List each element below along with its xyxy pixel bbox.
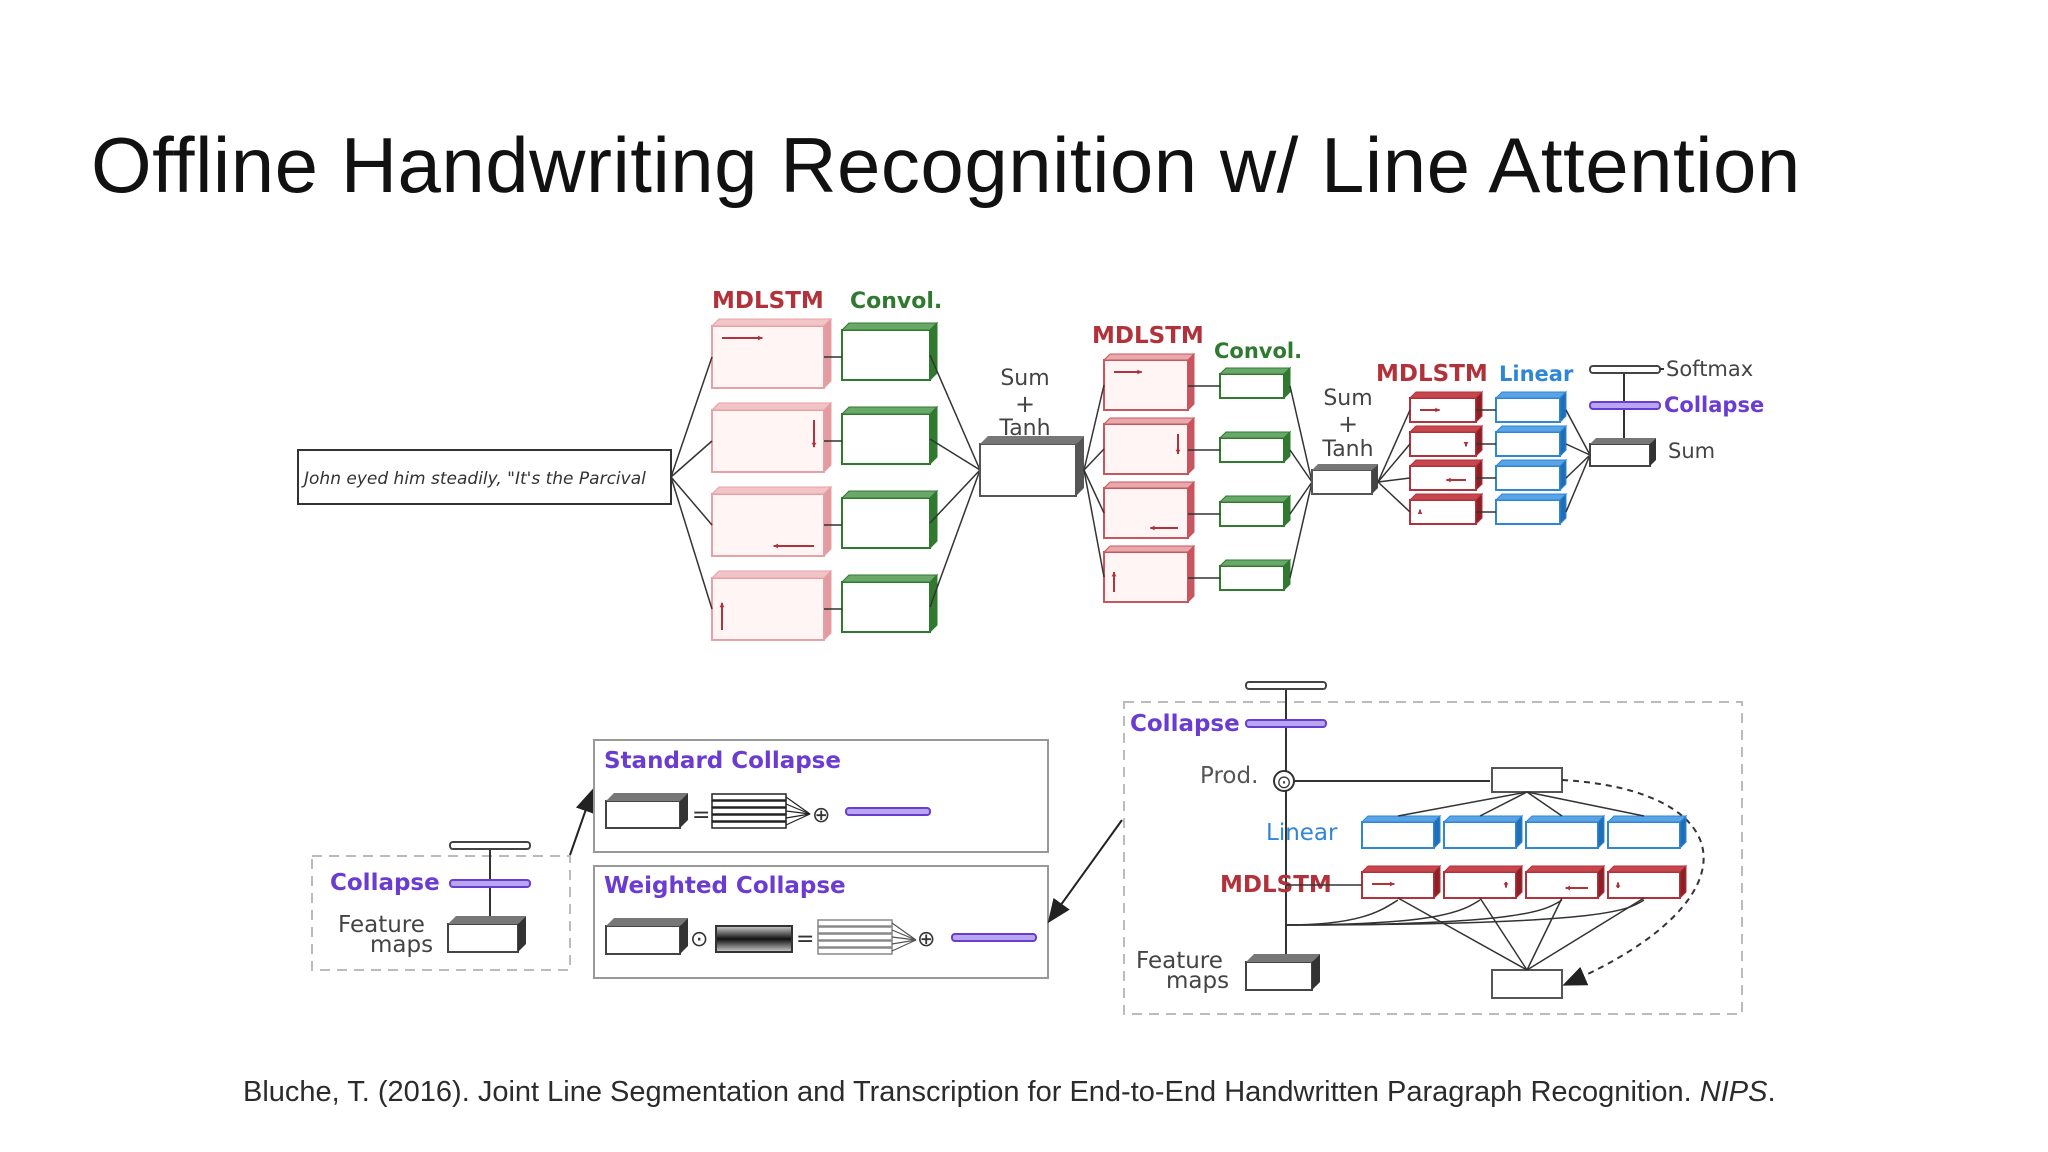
- softmax-label: Softmax: [1666, 357, 1753, 381]
- weighted-eq: =: [796, 927, 814, 952]
- stage3-linear-label: Linear: [1499, 362, 1574, 386]
- standard-collapse-panel: Standard Collapse = ⊕: [593, 739, 1049, 853]
- handwriting-text: John eyed him steadily, "It's the Parciv…: [301, 469, 646, 489]
- stage2-convol-block: [1218, 366, 1292, 400]
- feature-label-left-1: Feature: [338, 912, 425, 938]
- collapse-dashed-box: [311, 855, 571, 971]
- feature-label-left-2: maps: [370, 932, 433, 958]
- stage2-mdlstm-blocks: [1102, 352, 1196, 604]
- stage3-linear-block: [1494, 390, 1568, 424]
- bottom-right-attention: ⊙ Collapse Prod. Linear MDLSTM Feature m…: [1047, 681, 1743, 1015]
- stage2-convol-block: [1218, 430, 1292, 464]
- linear-label-right: Linear: [1266, 820, 1338, 846]
- attention-mdlstm-block: [1360, 864, 1442, 900]
- bottom-left-collapse: Collapse Feature maps: [311, 788, 595, 971]
- standard-stack: [711, 793, 811, 829]
- standard-collapse-title: Standard Collapse: [604, 748, 841, 774]
- collapse-label-top: Collapse: [1664, 393, 1764, 417]
- stage1-mdlstm-block: [710, 485, 833, 558]
- stage2-connections: [1083, 384, 1313, 579]
- stage1-convol-label: Convol.: [850, 289, 942, 314]
- weighted-stack: [817, 919, 917, 955]
- sum-tanh-block-1: [979, 436, 1084, 497]
- attention-linear-block: [1606, 814, 1688, 850]
- feature-label-right-1: Feature: [1136, 948, 1223, 974]
- slide-title: Offline Handwriting Recognition w/ Line …: [91, 121, 1801, 209]
- stage2-convol-block: [1218, 558, 1292, 592]
- prod-label: Prod.: [1200, 763, 1258, 789]
- weighted-plus: ⊕: [917, 927, 935, 952]
- weighted-dot: ⊙: [690, 927, 708, 952]
- stage3-linear-block: [1494, 424, 1568, 458]
- attention-output-box: [1491, 969, 1563, 999]
- stage1-mdlstm-block: [710, 317, 833, 390]
- stage3-linear-blocks: [1494, 390, 1568, 526]
- citation-text: Bluche, T. (2016). Joint Line Segmentati…: [243, 1076, 1700, 1108]
- stage3-mdlstm-block: [1408, 424, 1484, 458]
- attention-linear-block: [1524, 814, 1606, 850]
- stage2-convol-label: Convol.: [1214, 339, 1302, 363]
- stage3-linear-block: [1494, 458, 1568, 492]
- attention-softmax-box: [1491, 767, 1563, 793]
- stage1-mdlstm-blocks: [710, 317, 833, 642]
- stage3-linear-block: [1494, 492, 1568, 526]
- top-pipeline: John eyed him steadily, "It's the Parciv…: [297, 288, 1764, 642]
- stage1-mdlstm-label: MDLSTM: [712, 288, 824, 314]
- attention-mdlstm-block: [1606, 864, 1688, 900]
- stage2-mdlstm-block: [1102, 416, 1196, 476]
- stage1-connections: [670, 354, 981, 610]
- collapse-label-left: Collapse: [330, 870, 440, 896]
- standard-eq: =: [692, 803, 710, 828]
- stage1-convol-block: [840, 489, 939, 550]
- attention-mdlstm-block: [1524, 864, 1606, 900]
- stage1-convol-block: [840, 573, 939, 634]
- attention-linear-block: [1360, 814, 1442, 850]
- attention-linear-blocks: [1360, 814, 1688, 850]
- prod-symbol: ⊙: [1276, 772, 1291, 793]
- stage2-mdlstm-block: [1102, 352, 1196, 412]
- stage1-mdlstm-block: [710, 569, 833, 642]
- stage3-mdlstm-block: [1408, 458, 1484, 492]
- plus-label-2: +: [1338, 410, 1358, 438]
- collapse-label-right: Collapse: [1130, 711, 1240, 737]
- weighted-collapse-title: Weighted Collapse: [604, 873, 846, 899]
- stage1-mdlstm-block: [710, 401, 833, 474]
- weighted-collapse-panel: Weighted Collapse ⊙ = ⊕: [593, 865, 1049, 979]
- citation-venue: NIPS: [1699, 1076, 1768, 1108]
- stage3-mdlstm-block: [1408, 492, 1484, 526]
- tanh-label-2: Tanh: [1321, 437, 1373, 462]
- attention-linear-block: [1442, 814, 1524, 850]
- stage1-convol-block: [840, 405, 939, 466]
- attention-connections: [1285, 791, 1645, 971]
- attention-dashed-box: [1123, 701, 1743, 1015]
- stage2-mdlstm-block: [1102, 544, 1196, 604]
- stage2-convol-blocks: [1218, 366, 1292, 592]
- stage1-convol-block: [840, 321, 939, 382]
- handwriting-input: John eyed him steadily, "It's the Parciv…: [297, 449, 672, 505]
- standard-plus: ⊕: [812, 803, 830, 828]
- plus-label-1: +: [1015, 390, 1035, 418]
- stage2-mdlstm-label: MDLSTM: [1092, 323, 1204, 349]
- stage3-connections: [1377, 409, 1591, 513]
- citation: Bluche, T. (2016). Joint Line Segmentati…: [243, 1076, 1776, 1109]
- stage3-mdlstm-block: [1408, 390, 1484, 424]
- stage3-mdlstm-blocks: [1408, 390, 1484, 526]
- feature-label-right-2: maps: [1166, 968, 1229, 994]
- citation-end: .: [1767, 1076, 1776, 1108]
- output-stack: [1589, 365, 1664, 467]
- sum-tanh-block-2: [1311, 464, 1378, 495]
- stage2-convol-block: [1218, 494, 1292, 528]
- stage3-mdlstm-label: MDLSTM: [1376, 361, 1488, 387]
- sum-label-out: Sum: [1668, 439, 1715, 463]
- attention-mdlstm-blocks: [1360, 864, 1688, 900]
- stage1-convol-blocks: [840, 321, 939, 634]
- sum-label-2: Sum: [1323, 386, 1372, 411]
- sum-label-1: Sum: [1000, 366, 1049, 391]
- attention-mdlstm-block: [1442, 864, 1524, 900]
- stage2-mdlstm-block: [1102, 480, 1196, 540]
